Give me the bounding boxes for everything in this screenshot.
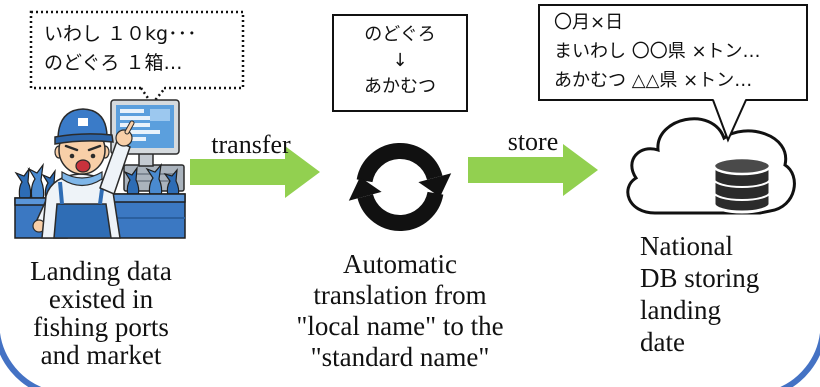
- caption-line: date: [640, 327, 685, 357]
- landing-note-bubble-tail: [139, 87, 166, 107]
- db-record-bubble-tail: [712, 99, 747, 143]
- caption-line: existed in: [48, 284, 154, 314]
- caption-line: Automatic: [343, 249, 457, 279]
- caption-line: "standard name": [310, 342, 490, 372]
- standard-name: あかむつ: [364, 76, 436, 97]
- landing-data-caption: Landing data existed in fishing ports an…: [5, 257, 197, 369]
- conversion-down-arrow: ↓: [392, 50, 408, 71]
- db-record-date: 〇月×日: [554, 12, 624, 33]
- caption-line: translation from: [313, 280, 487, 310]
- frame-corner-bottom-left: [0, 332, 42, 387]
- sync-icon: [348, 143, 452, 231]
- name-conversion-text: のどぐろ ↓ あかむつ: [333, 22, 467, 100]
- caption-line: DB storing: [640, 263, 760, 293]
- db-record-text: 〇月×日 まいわし 〇〇県 ×トン… あかむつ △△県 ×トン…: [554, 8, 761, 95]
- landing-note-line: のどぐろ １箱…: [44, 52, 183, 74]
- transfer-arrow: [190, 146, 320, 198]
- frame-corner-bottom-right: [780, 332, 820, 387]
- db-record-bubble: [538, 4, 808, 101]
- fish-crate-right: [111, 163, 186, 239]
- transfer-label: transfer: [211, 130, 291, 159]
- caption-line: and market: [40, 340, 162, 370]
- landing-note-text: いわし １０kg･･･ のどぐろ １箱…: [44, 20, 197, 78]
- fisherman-illustration: [14, 99, 186, 239]
- store-arrow: [468, 144, 598, 196]
- caption-line: fishing ports: [33, 312, 169, 342]
- caption-line: landing: [640, 295, 721, 325]
- db-record-row: あかむつ △△県 ×トン…: [554, 70, 753, 91]
- caption-line: National: [640, 231, 733, 261]
- db-record-row: まいわし 〇〇県 ×トン…: [554, 41, 761, 62]
- national-db-caption: National DB storing landing date: [640, 230, 759, 358]
- translation-caption: Automatic translation from "local name" …: [255, 249, 545, 373]
- name-conversion-box: [332, 14, 468, 112]
- local-name: のどぐろ: [364, 24, 436, 45]
- database-icon: [712, 156, 772, 214]
- landing-note-line: いわし １０kg･･･: [44, 23, 197, 45]
- caption-line: "local name" to the: [296, 311, 504, 341]
- fisherman: [32, 108, 135, 239]
- store-label: store: [507, 127, 559, 156]
- landing-note-bubble: [29, 10, 245, 90]
- db-record-bubble-tail-fill: [713, 98, 746, 140]
- landing-note-bubble-tail-fill: [141, 86, 165, 104]
- caption-line: Landing data: [30, 256, 172, 286]
